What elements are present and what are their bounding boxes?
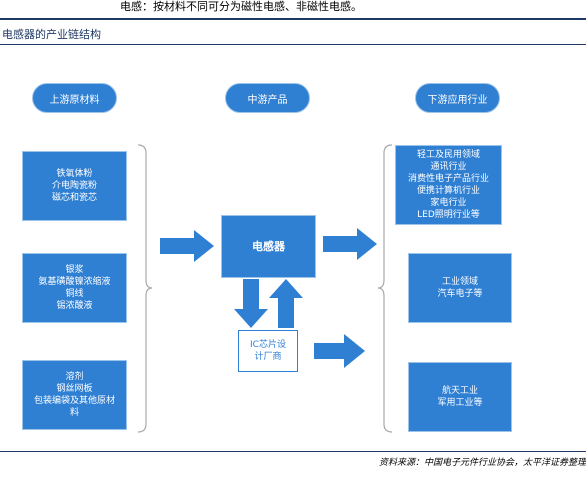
source-note: 资料来源：中国电子元件行业协会，太平洋证券整理 [378,458,586,468]
ic-designer-box: IC芯片设 计厂商 [238,330,298,372]
upstream-box-magnetic-materials: 铁氧体粉 介电陶瓷粉 磁芯和瓷芯 [22,151,127,221]
arrow-down-to-ic [234,279,268,328]
downstream-header: 下游应用行业 [415,83,500,113]
arrow-to-inductor [160,230,214,262]
box-line: LED照明行业等 [417,210,480,220]
bottom-rule [0,451,586,452]
box-line: 介电陶瓷粉 [51,181,97,191]
downstream-box-consumer: 轻工及民用领域 通讯行业 消费性电子产品行业 便携计算机行业 家电行业 LED照… [395,145,502,225]
upstream-box-metal-materials: 银浆 氨基磺酸镍浓缩液 铜线 锡浓酸液 [22,253,127,323]
box-line: 包装编袋及其他原材 [33,396,115,406]
box-line: 军用工业等 [437,398,483,408]
arrow-to-downstream [323,228,377,260]
box-line: 轻工及民用领域 [416,150,480,160]
figure-rule [0,44,586,45]
arrow-up-to-inductor [269,279,303,328]
downstream-box-aerospace: 航天工业 军用工业等 [408,362,512,432]
box-line: 锡浓酸液 [56,301,93,311]
downstream-box-industrial: 工业领域 汽车电子等 [408,253,512,323]
midstream-header: 中游产品 [225,83,310,113]
box-line: IC芯片设 [250,340,286,350]
box-line: 家电行业 [430,198,467,208]
box-line: 氨基磺酸镍浓缩液 [38,277,111,287]
box-line: 消费性电子产品行业 [407,174,489,184]
box-line: 通讯行业 [430,162,467,172]
box-line: 银浆 [65,265,84,275]
preceding-text: 电感：按材料不同可分为磁性电感、非磁性电感。 [120,0,362,13]
title-rule [0,18,586,20]
upstream-header: 上游原材料 [32,83,117,113]
box-line: 溶剂 [65,372,84,382]
inductor-box: 电感器 [221,215,316,278]
figure-title: 电感器的产业链结构 [2,28,101,41]
box-line: 工业领域 [441,277,478,287]
box-line: 磁芯和瓷芯 [51,193,97,203]
box-line: 航天工业 [441,386,478,396]
box-line: 铁氧体粉 [56,169,93,179]
box-line: 汽车电子等 [437,289,483,299]
arrow-ic-to-downstream [314,334,365,368]
upstream-box-other-materials: 溶剂 钢丝网板 包装编袋及其他原材 料 [22,360,127,430]
box-line: 便携计算机行业 [416,186,480,196]
box-line: 计厂商 [254,352,282,362]
box-line: 钢丝网板 [56,384,93,394]
box-line: 料 [69,408,79,418]
upstream-brace [137,144,153,433]
box-line: 铜线 [65,289,84,299]
downstream-brace [377,144,393,433]
